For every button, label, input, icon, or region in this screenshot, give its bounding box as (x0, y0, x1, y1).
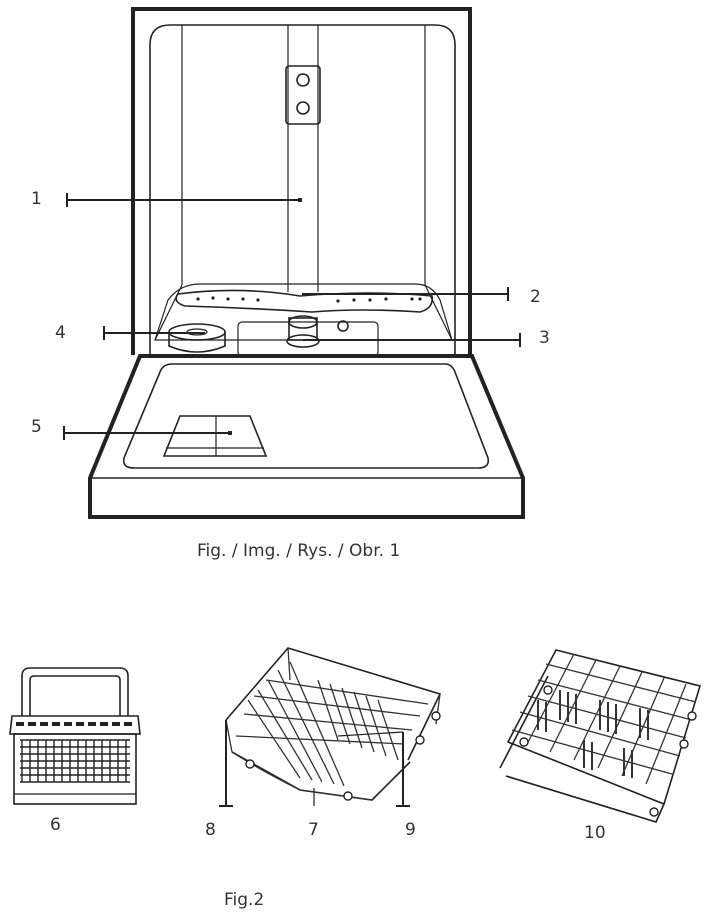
callout-7: 7 (308, 820, 319, 840)
callout-8: 8 (205, 820, 216, 840)
tub-inner-wall (149, 24, 456, 355)
lower-spray-arm (175, 289, 434, 313)
cutlery-basket-body (13, 733, 137, 805)
figure-2-caption: Fig.2 (224, 890, 264, 910)
lower-basket (219, 647, 442, 807)
callout-10: 10 (584, 823, 606, 843)
spray-connector-hole-top (296, 73, 310, 87)
detergent-dispenser (162, 415, 268, 457)
upper-basket (499, 649, 702, 823)
callout-5: 5 (31, 417, 42, 437)
callout-3: 3 (539, 328, 550, 348)
callout-9: 9 (405, 820, 416, 840)
cutlery-basket-rim (9, 715, 141, 735)
leader-lines-fig1 (63, 193, 521, 440)
lower-basket-tines (231, 661, 429, 801)
upper-basket-tines (537, 690, 649, 778)
cutlery-basket-rim-slots (16, 722, 132, 726)
tub-floor (154, 283, 453, 341)
cutlery-basket (9, 667, 141, 805)
upper-basket-grid (511, 653, 697, 785)
upper-basket-wheels (519, 685, 697, 817)
leader-lines-fig2 (219, 720, 410, 807)
cutlery-basket-grid (20, 739, 130, 783)
upper-basket-top-rim (506, 649, 702, 806)
door-inner-panel (122, 363, 490, 469)
callout-2: 2 (530, 287, 541, 307)
lower-basket-wheels (245, 711, 441, 801)
figure-1-caption: Fig. / Img. / Rys. / Obr. 1 (197, 541, 400, 561)
spray-arm-holes (196, 296, 422, 303)
upper-basket-bottom-rim (499, 675, 665, 823)
salt-cap-body (168, 332, 226, 353)
sensor-knob (337, 320, 349, 332)
callout-1: 1 (31, 189, 42, 209)
dishwasher-figure: 1 2 3 4 5 Fig. / Img. / Rys. / Obr. 1 (31, 7, 550, 561)
lower-basket-left-side (225, 647, 441, 753)
callout-6: 6 (50, 815, 61, 835)
callout-4: 4 (55, 323, 66, 343)
lower-basket-top-rim (225, 647, 442, 761)
cutlery-basket-handle (21, 667, 129, 716)
spray-connector-hole-bottom (296, 101, 310, 115)
tub-outer-frame (131, 7, 472, 355)
spray-connector (285, 65, 321, 125)
